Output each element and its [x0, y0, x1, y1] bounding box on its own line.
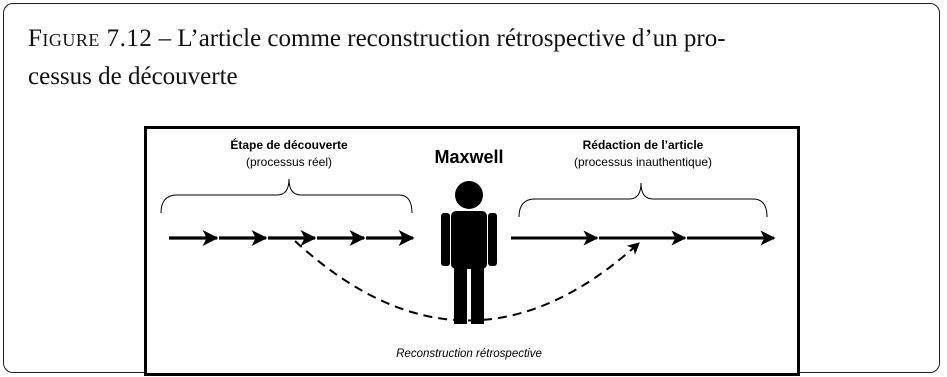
caption-separator: –: [158, 25, 172, 52]
figure-frame: Figure 7.12 – L’article comme reconstruc…: [3, 3, 940, 376]
caption-line-1: L’article comme reconstruction rétrospec…: [177, 25, 726, 52]
figure-caption: Figure 7.12 – L’article comme reconstruc…: [28, 20, 928, 96]
diagram-canvas: Étape de découverte (processus réel) Max…: [160, 137, 776, 360]
left-subtitle: (processus réel): [246, 155, 332, 169]
right-title: Rédaction de l’article: [583, 138, 704, 152]
right-brace: [518, 182, 768, 218]
figure-label: Figure 7.12: [28, 25, 153, 52]
center-title: Maxwell: [434, 147, 503, 167]
caption-line-2: cessus de découverte: [28, 63, 238, 90]
left-title: Étape de découverte: [230, 137, 348, 152]
reconstruction-label: Reconstruction rétrospective: [396, 348, 542, 360]
discovery-diagram: Étape de découverte (processus réel) Max…: [144, 126, 800, 376]
person-icon: [441, 181, 497, 324]
right-subtitle: (processus inauthentique): [574, 155, 712, 169]
left-brace: [160, 178, 413, 214]
